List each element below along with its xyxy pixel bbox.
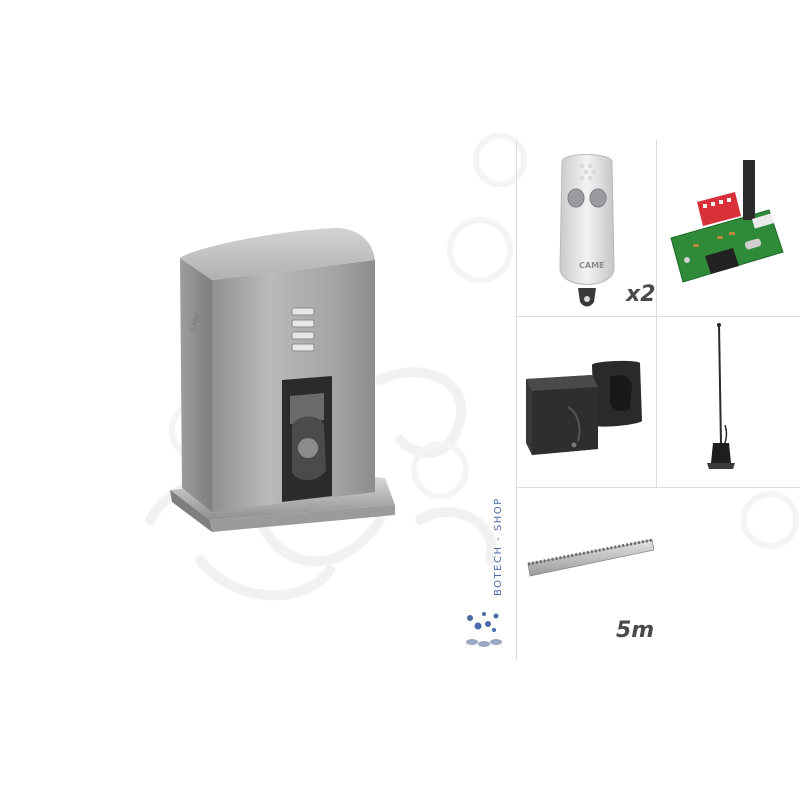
remote-quantity-label: x2 [626, 282, 656, 307]
rack-length-label: 5m [616, 618, 655, 643]
brand-name: BOTECH - SHOP [493, 497, 504, 596]
product-cell-rack [518, 488, 800, 658]
botech-logo-icon [466, 612, 502, 647]
gear-rack-icon [527, 538, 655, 577]
product-cell-remote: CAME [518, 140, 656, 316]
product-cell-board [657, 140, 800, 316]
gate-motor-icon: CAME [170, 228, 395, 532]
svg-text:CAME: CAME [579, 261, 605, 270]
remote-control-icon: CAME [559, 154, 615, 307]
product-cell-antenna [657, 317, 800, 487]
photocell-pair-icon [526, 360, 642, 455]
receiver-board-icon [670, 160, 784, 283]
product-cell-photocells [518, 317, 656, 487]
antenna-icon [707, 323, 735, 469]
